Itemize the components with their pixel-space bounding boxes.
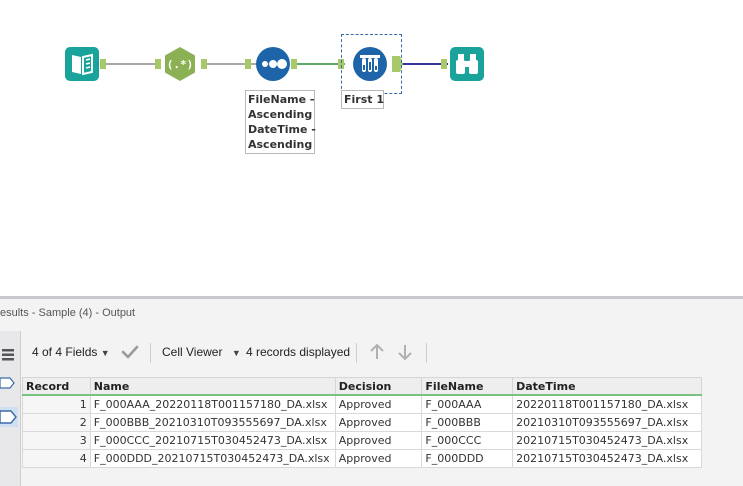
table-view-icon[interactable] [0, 345, 18, 365]
datetime-cell[interactable]: 20210715T030452473_DA.xlsx [512, 449, 702, 468]
name-cell[interactable]: F_000AAA_20220118T001157180_DA.xlsx [89, 394, 336, 414]
regex-tool[interactable]: (.*) [162, 46, 198, 82]
sort-tool[interactable] [255, 46, 291, 82]
header-row: Record Name Decision FileName DateTime [22, 377, 702, 396]
name-cell[interactable]: F_000BBB_20210310T093555697_DA.xlsx [89, 413, 336, 432]
table-row[interactable]: 4 F_000DDD_20210715T030452473_DA.xlsx Ap… [22, 449, 702, 468]
record-number-cell[interactable]: 1 [22, 394, 91, 414]
table-row[interactable]: 1 F_000AAA_20220118T001157180_DA.xlsx Ap… [22, 394, 702, 414]
column-header-decision[interactable]: Decision [334, 377, 423, 396]
browse-tool[interactable] [449, 46, 485, 82]
toolbar-divider [426, 343, 427, 363]
table-row[interactable]: 2 F_000BBB_20210310T093555697_DA.xlsx Ap… [22, 413, 702, 432]
decision-cell[interactable]: Approved [334, 413, 423, 432]
anchor-view-icon[interactable] [0, 407, 18, 427]
sample-tool[interactable] [352, 46, 388, 82]
fields-dropdown[interactable]: 4 of 4 Fields ▼ [32, 345, 110, 359]
arrow-down-icon[interactable] [396, 342, 414, 365]
results-title: esults - Sample (4) - Output [0, 307, 136, 319]
filename-cell[interactable]: F_000CCC [421, 431, 514, 450]
annotation-line: DateTime - [248, 123, 316, 136]
records-count-label: 4 records displayed [246, 345, 351, 359]
table-row[interactable]: 3 F_000CCC_20210715T030452473_DA.xlsx Ap… [22, 431, 702, 450]
workflow-canvas[interactable]: (.*) [0, 0, 743, 296]
datetime-cell[interactable]: 20210310T093555697_DA.xlsx [512, 413, 702, 432]
book-input-icon [65, 47, 99, 81]
annotation-line: First 1 [344, 93, 384, 106]
chevron-down-icon: ▼ [231, 348, 241, 358]
annotation-line: Ascending [248, 108, 313, 121]
viewer-dropdown[interactable]: Cell Viewer ▼ [162, 345, 241, 359]
name-cell[interactable]: F_000DDD_20210715T030452473_DA.xlsx [89, 449, 336, 468]
results-side-rail [0, 331, 21, 486]
regex-icon: (.*) [165, 47, 195, 81]
metadata-view-icon[interactable] [0, 373, 18, 393]
arrow-up-icon[interactable] [368, 342, 386, 365]
filename-cell[interactable]: F_000AAA [421, 394, 514, 414]
fields-dropdown-label: 4 of 4 Fields [32, 345, 98, 359]
column-header-datetime[interactable]: DateTime [512, 377, 702, 396]
decision-cell[interactable]: Approved [334, 394, 423, 414]
filename-cell[interactable]: F_000BBB [421, 413, 514, 432]
input-anchor[interactable] [441, 59, 447, 69]
chevron-down-icon: ▼ [100, 348, 110, 358]
toolbar-divider [150, 343, 151, 363]
output-anchor[interactable] [100, 59, 106, 69]
results-pane: esults - Sample (4) - Output 4 of 4 Fiel… [0, 299, 743, 486]
decision-cell[interactable]: Approved [334, 449, 423, 468]
annotation-line: Ascending [248, 138, 313, 151]
record-number-cell[interactable]: 2 [22, 413, 91, 432]
record-number-cell[interactable]: 3 [22, 431, 91, 450]
decision-cell[interactable]: Approved [334, 431, 423, 450]
input-anchor[interactable] [155, 59, 161, 69]
name-cell[interactable]: F_000CCC_20210715T030452473_DA.xlsx [89, 431, 336, 450]
output-anchor-true[interactable] [392, 56, 403, 72]
column-header-filename[interactable]: FileName [421, 377, 514, 396]
binoculars-icon [450, 47, 484, 81]
results-grid: Record Name Decision FileName DateTime 1… [22, 377, 702, 468]
pane-splitter[interactable] [0, 296, 743, 299]
column-header-name[interactable]: Name [89, 377, 336, 396]
record-number-cell[interactable]: 4 [22, 449, 91, 468]
results-toolbar: 4 of 4 Fields ▼ Cell Viewer ▼ 4 records … [22, 339, 743, 367]
toolbar-divider [356, 343, 357, 363]
column-header-record[interactable]: Record [22, 377, 91, 396]
output-anchor[interactable] [201, 59, 207, 69]
viewer-dropdown-label: Cell Viewer [162, 345, 223, 359]
svg-text:(.*): (.*) [167, 58, 194, 71]
apply-checkmark-icon[interactable] [120, 343, 140, 364]
connection-wires [100, 56, 448, 72]
sample-annotation[interactable]: First 1 [341, 90, 384, 109]
input-data-tool[interactable] [64, 46, 100, 82]
test-tubes-icon [353, 47, 387, 81]
sort-annotation[interactable]: FileName - Ascending DateTime - Ascendin… [245, 90, 316, 154]
datetime-cell[interactable]: 20220118T001157180_DA.xlsx [512, 394, 702, 414]
input-anchor[interactable] [245, 59, 251, 69]
sort-dots-icon [256, 47, 290, 81]
output-anchor[interactable] [291, 59, 297, 69]
annotation-line: FileName - [248, 93, 315, 106]
filename-cell[interactable]: F_000DDD [421, 449, 514, 468]
datetime-cell[interactable]: 20210715T030452473_DA.xlsx [512, 431, 702, 450]
